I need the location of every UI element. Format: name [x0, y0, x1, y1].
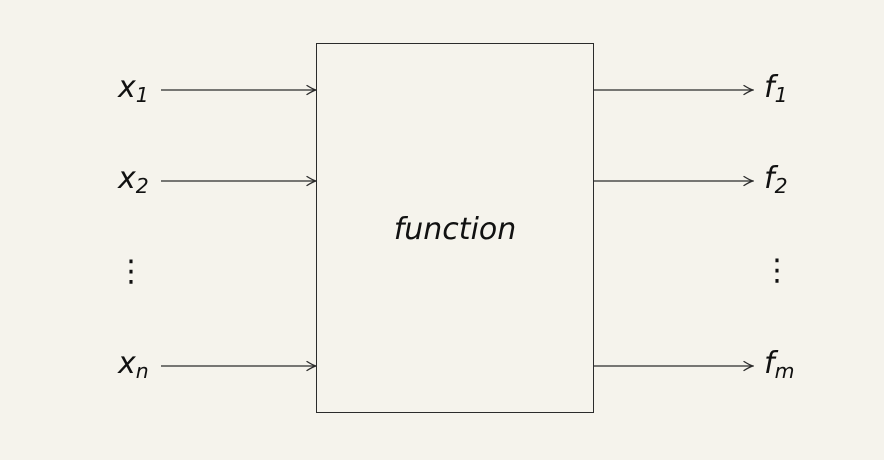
output-f2-base: f — [764, 161, 775, 196]
input-arrow-2-icon — [161, 175, 317, 187]
input-arrow-n-icon — [161, 360, 317, 372]
input-label-xn: xn — [118, 346, 149, 382]
input-label-x2: x2 — [118, 161, 149, 197]
function-box-label: function — [393, 212, 517, 247]
input-label-x1: x1 — [118, 70, 149, 106]
output-label-f2: f2 — [764, 161, 788, 197]
output-fm-subscript: m — [774, 358, 795, 383]
output-fm-base: f — [764, 346, 775, 381]
function-box: function — [316, 43, 594, 413]
output-ellipsis: ⋮ — [762, 253, 792, 288]
input-x2-subscript: 2 — [135, 173, 149, 198]
output-arrow-2-icon — [593, 175, 754, 187]
output-f1-base: f — [764, 70, 775, 105]
input-x1-base: x — [118, 70, 136, 105]
input-x2-base: x — [118, 161, 136, 196]
output-arrow-m-icon — [593, 360, 754, 372]
input-xn-base: x — [118, 346, 136, 381]
input-arrow-1-icon — [161, 84, 317, 96]
input-x1-subscript: 1 — [135, 82, 149, 107]
output-label-f1: f1 — [764, 70, 788, 106]
input-ellipsis: ⋮ — [116, 254, 146, 289]
output-label-fm: fm — [764, 346, 794, 382]
output-f2-subscript: 2 — [774, 173, 788, 198]
output-f1-subscript: 1 — [774, 82, 788, 107]
input-xn-subscript: n — [135, 358, 149, 383]
output-arrow-1-icon — [593, 84, 754, 96]
